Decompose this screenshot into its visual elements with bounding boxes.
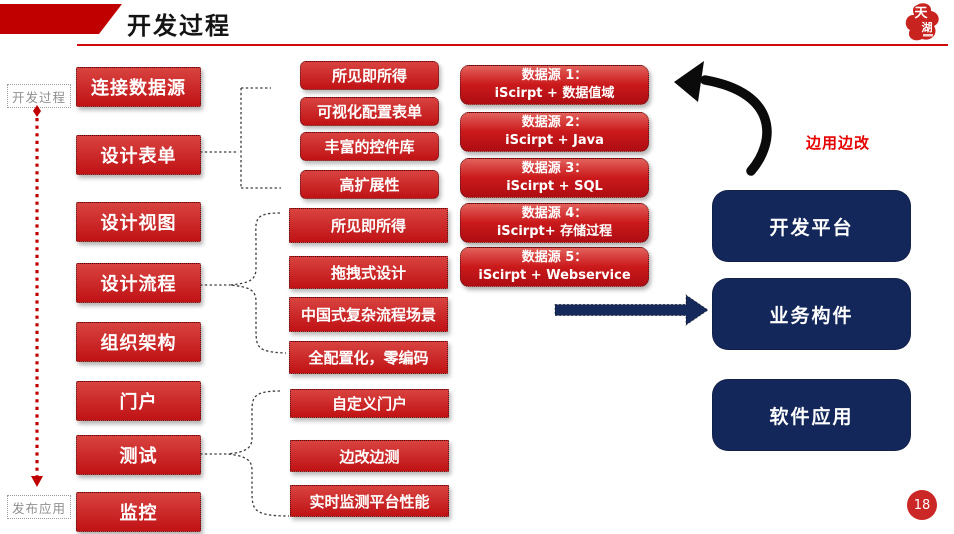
data-source-card: 数据源 5： iScirpt + Webservice — [460, 247, 649, 287]
feature-item: 拖拽式设计 — [289, 256, 448, 289]
company-logo-graphic: 天 湖 — [905, 3, 939, 41]
feature-item: 高扩展性 — [300, 170, 439, 199]
iteration-arrow — [700, 75, 772, 176]
step-connect-data-source: 连接数据源 — [76, 67, 201, 107]
step-testing: 测试 — [76, 435, 201, 475]
timeline-end-arrow — [31, 476, 43, 487]
title-underline — [77, 44, 948, 46]
timeline-end-label: 发布应用 — [7, 495, 71, 519]
data-source-title: 数据源 5： — [521, 250, 588, 266]
data-source-subtitle: iScirpt + 数据值域 — [494, 86, 615, 101]
data-source-title: 数据源 2： — [521, 115, 588, 131]
step-design-form: 设计表单 — [76, 135, 201, 175]
step-design-view: 设计视图 — [76, 202, 201, 242]
data-source-subtitle: iScirpt + Webservice — [478, 268, 631, 283]
iteration-arrow-head — [674, 61, 704, 102]
feature-item: 所见即所得 — [300, 61, 439, 90]
output-business-component: 业务构件 — [712, 278, 911, 350]
data-source-subtitle: iScirpt + Java — [505, 133, 604, 148]
feature-item: 边改边测 — [290, 440, 449, 472]
output-dev-platform: 开发平台 — [712, 190, 911, 262]
output-software-app: 软件应用 — [712, 379, 911, 451]
iterate-label: 边用边改 — [806, 134, 871, 152]
step-portal: 门户 — [76, 381, 201, 421]
page-number-badge: 18 — [907, 490, 937, 520]
data-source-title: 数据源 3： — [521, 161, 588, 177]
step-design-flow: 设计流程 — [76, 263, 201, 303]
step-org-structure: 组织架构 — [76, 322, 201, 362]
logo-char-1: 天 — [914, 6, 928, 21]
feature-item: 自定义门户 — [290, 389, 449, 418]
bracket-design-form — [200, 87, 281, 189]
data-source-subtitle: iScirpt+ 存储过程 — [496, 224, 613, 239]
data-source-card: 数据源 2： iScirpt + Java — [460, 112, 649, 152]
step-monitoring: 监控 — [76, 492, 201, 532]
title-accent-shape — [0, 4, 122, 34]
feature-item: 中国式复杂流程场景 — [289, 297, 448, 332]
feature-item: 所见即所得 — [289, 208, 448, 243]
data-source-card: 数据源 3： iScirpt + SQL — [460, 158, 649, 198]
feature-item: 丰富的控件库 — [300, 132, 439, 161]
data-source-card: 数据源 1： iScirpt + 数据值域 — [460, 65, 649, 105]
data-source-title: 数据源 1： — [521, 68, 588, 84]
feature-item: 可视化配置表单 — [300, 97, 439, 126]
brace-testing — [200, 390, 290, 517]
data-source-subtitle: iScirpt + SQL — [506, 179, 603, 194]
feature-item: 实时监测平台性能 — [290, 485, 449, 517]
brace-design-flow — [200, 212, 287, 354]
slide-title: 开发过程 — [127, 12, 231, 40]
data-source-card: 数据源 4： iScirpt+ 存储过程 — [460, 203, 649, 243]
feature-item: 全配置化，零编码 — [289, 341, 448, 374]
flow-arrow — [554, 294, 709, 326]
data-source-title: 数据源 4： — [521, 206, 588, 222]
timeline-start-label: 开发过程 — [7, 84, 71, 108]
logo-char-2: 湖 — [922, 20, 933, 34]
company-logo: 天 湖 — [903, 2, 945, 44]
